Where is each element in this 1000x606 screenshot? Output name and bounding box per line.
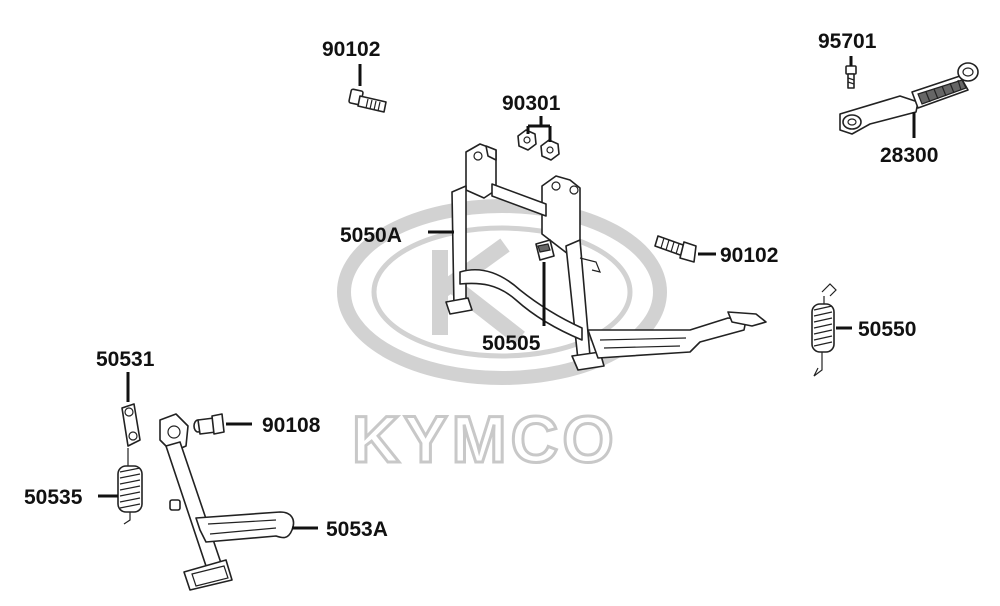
- kick-pedal-28300[interactable]: [839, 62, 979, 135]
- part-number-90301: 90301: [502, 92, 561, 115]
- nut-90301[interactable]: [517, 129, 560, 161]
- part-number-90102-top: 90102: [322, 38, 380, 61]
- part-number-50550: 50550: [858, 318, 916, 341]
- spring-50535[interactable]: [117, 448, 143, 525]
- bolt-90108[interactable]: [193, 413, 225, 435]
- bolt-90102-right[interactable]: [654, 235, 697, 263]
- part-number-50531: 50531: [96, 348, 155, 371]
- stopper-rubber-50505[interactable]: [535, 239, 555, 261]
- kymco-watermark: KYMCO: [337, 199, 667, 478]
- part-number-90108: 90108: [262, 414, 321, 437]
- part-number-28300: 28300: [880, 144, 938, 167]
- side-stand-5053A[interactable]: [159, 413, 295, 591]
- bolt-90102-top[interactable]: [348, 88, 387, 113]
- part-number-5053A: 5053A: [326, 518, 388, 541]
- part-number-50505: 50505: [482, 332, 541, 355]
- main-stand-5050A[interactable]: [445, 143, 767, 371]
- part-number-50535: 50535: [24, 486, 83, 509]
- screw-95701[interactable]: [845, 65, 857, 89]
- part-number-90102-right: 90102: [720, 244, 778, 267]
- spring-50550[interactable]: [811, 283, 837, 377]
- spring-plate-50531[interactable]: [121, 403, 141, 447]
- part-number-5050A: 5050A: [340, 224, 402, 247]
- part-number-95701: 95701: [818, 30, 877, 53]
- watermark-text: KYMCO: [352, 402, 618, 476]
